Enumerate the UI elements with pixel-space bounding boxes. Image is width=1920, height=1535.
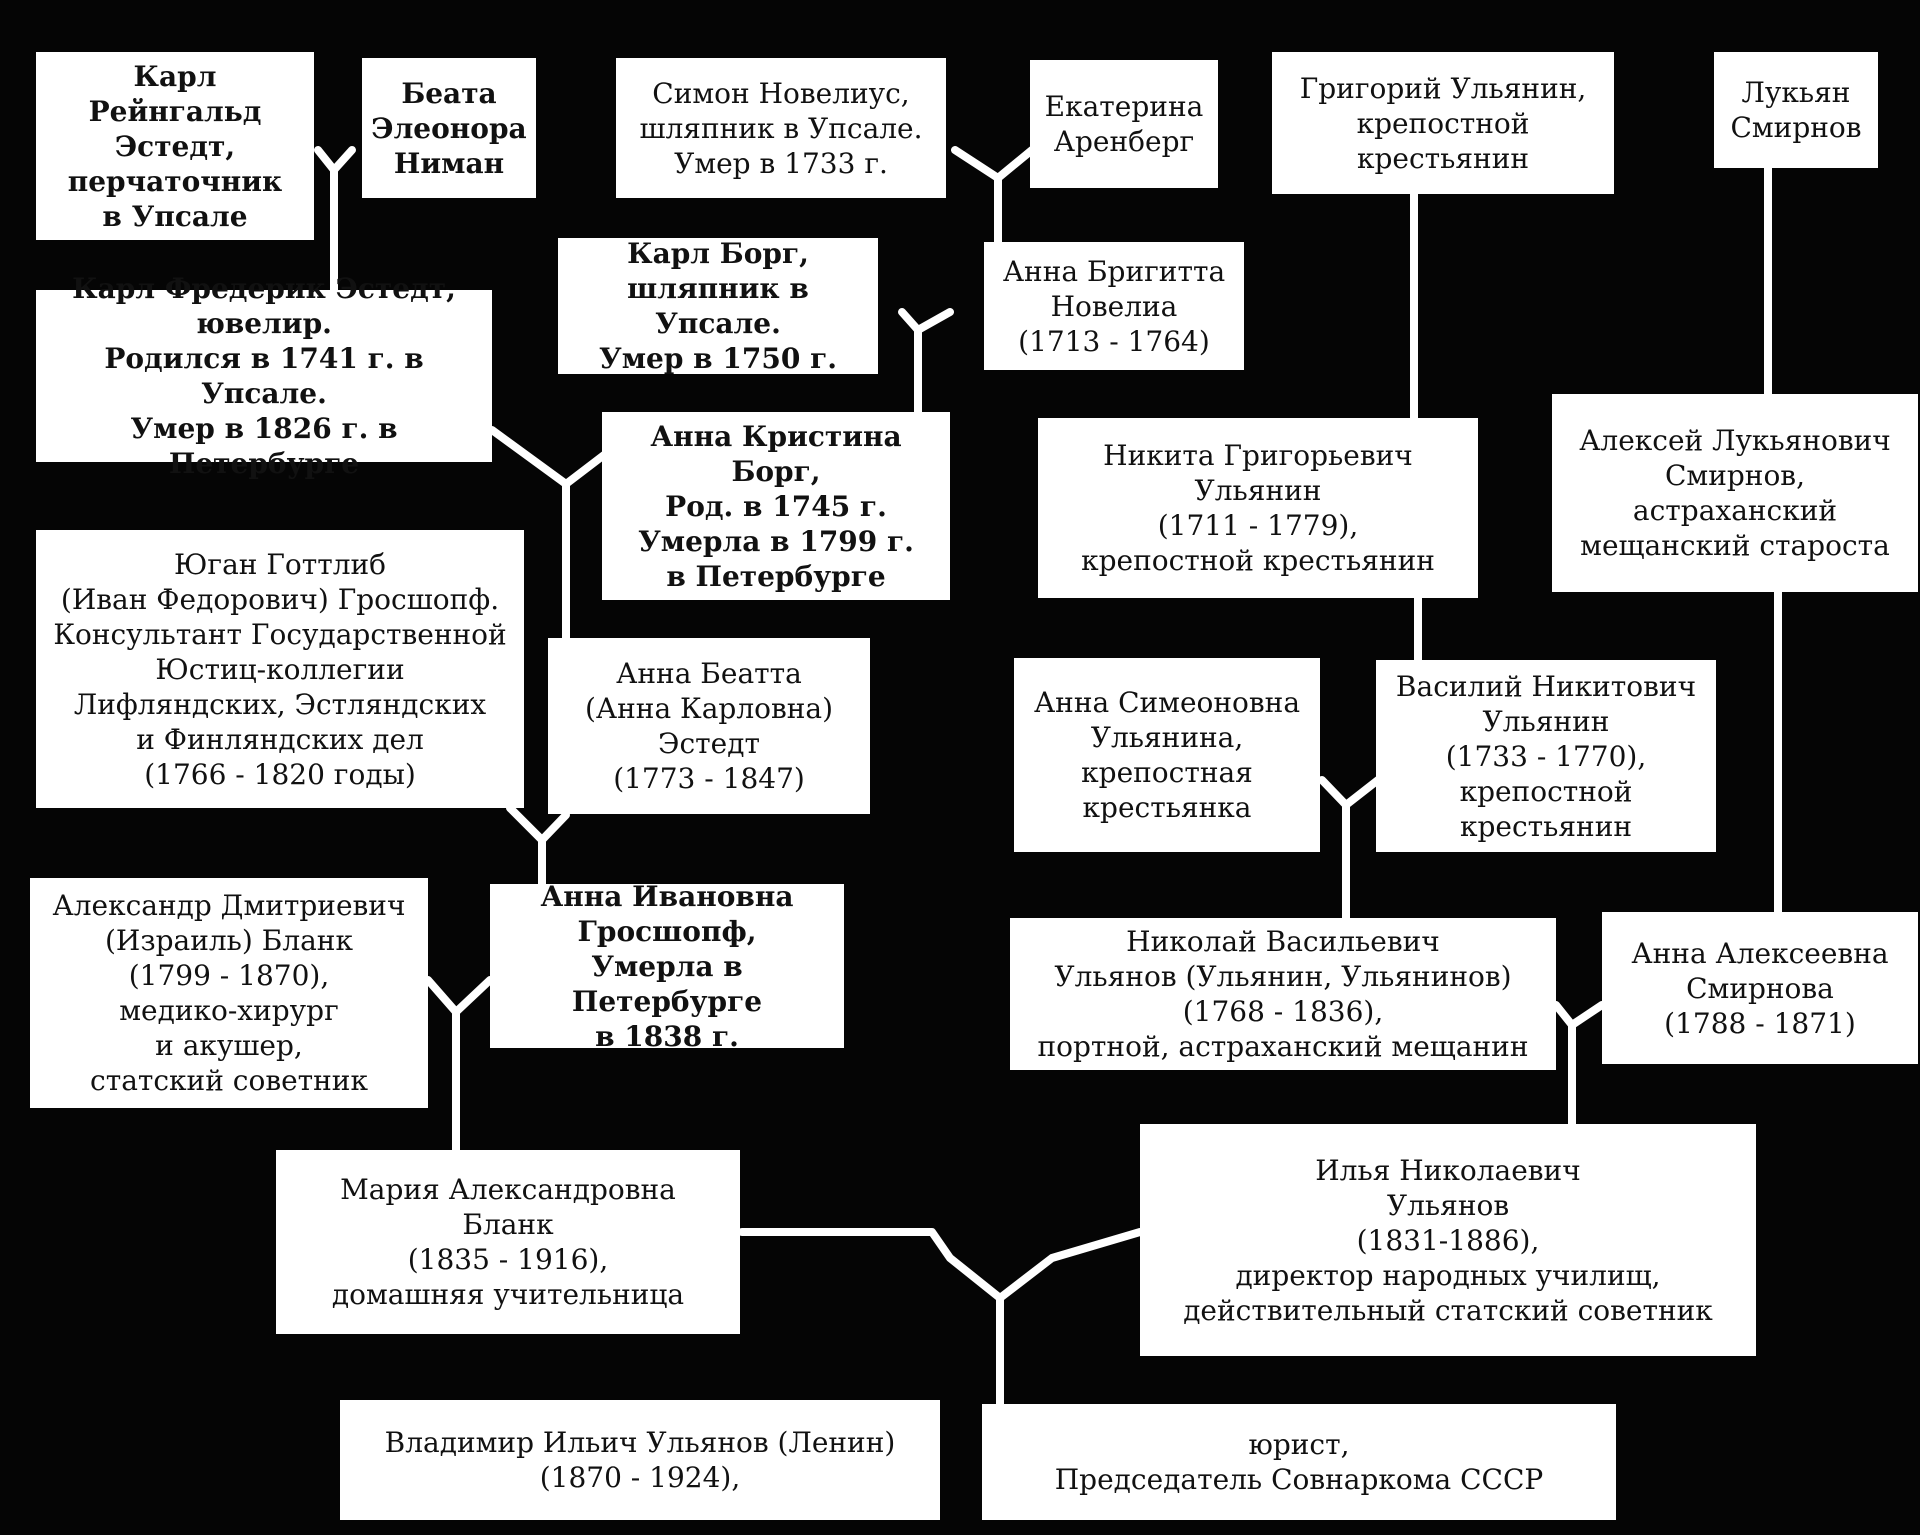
person-anna-ivanovna-grosshopf: Анна Ивановна Гросшопф, Умерла в Петербу… (490, 880, 844, 1053)
person-nikolay-ulyanov: Николай Васильевич Ульянов (Ульянин, Уль… (1010, 918, 1556, 1070)
link-ulyanin-parents (1318, 776, 1382, 922)
person-vasiliy-ulyanin: Василий Никитович Ульянин (1733 - 1770),… (1376, 660, 1716, 852)
person-karl-borg: Карл Борг, шляпник в Упсале. Умер в 1750… (558, 237, 878, 375)
person-beata-eleonora-niman: Беата Элеонора Ниман (362, 58, 536, 198)
link-frederik-kristina (488, 426, 608, 644)
person-yugan-grosshopf: Юган Готтлиб (Иван Федорович) Гросшопф. … (36, 530, 524, 808)
person-aleksey-smirnov: Алексей Лукьянович Смирнов, астраханский… (1552, 394, 1918, 592)
person-anna-brigitta-novelia: Анна Бригитта Новелиа (1713 - 1764) (984, 242, 1244, 370)
link-ulyanov-parents (1552, 1001, 1606, 1130)
person-simon-novelius: Симон Новелиус, шляпник в Упсале. Умер в… (616, 58, 946, 198)
person-vladimir-title: юрист, Председатель Совнаркома СССР (982, 1404, 1616, 1520)
link-lenin-parents (738, 1228, 1144, 1414)
person-ekaterina-arenberg: Екатерина Аренберг (1030, 60, 1218, 188)
person-nikita-ulyanin: Никита Григорьевич Ульянин (1711 - 1779)… (1038, 418, 1478, 598)
person-ilya-ulyanov: Илья Николаевич Ульянов (1831-1886), дир… (1140, 1124, 1756, 1356)
person-grigoriy-ulyanin: Григорий Ульянин, крепостной крестьянин (1272, 52, 1614, 194)
link-estedt-parents (314, 146, 356, 296)
person-karl-reingald-estedt: Карл Рейнгальд Эстедт, перчаточник в Упс… (36, 52, 314, 240)
person-anna-beatta-estedt: Анна Беатта (Анна Карловна) Эстедт (1773… (548, 638, 870, 814)
person-lukyan-smirnov: Лукьян Смирнов (1714, 52, 1878, 168)
person-anna-simeonovna-ulyanina: Анна Симеоновна Ульянина, крепостная кре… (1014, 658, 1320, 852)
person-aleksandr-blank: Александр Дмитриевич (Израиль) Бланк (17… (30, 878, 428, 1108)
link-grosshopf-parents (506, 804, 570, 889)
person-anna-alekseevna-smirnova: Анна Алексеевна Смирнова (1788 - 1871) (1602, 912, 1918, 1064)
person-vladimir-ulyanov-lenin: Владимир Ильич Ульянов (Ленин) (1870 - 1… (340, 1400, 940, 1520)
link-novelius-parents (951, 146, 1036, 252)
person-karl-frederik-estedt: Карл Фредерик Эстедт, ювелир. Родился в … (36, 272, 492, 480)
link-blank-parents (424, 976, 494, 1156)
person-mariya-blank: Мария Александровна Бланк (1835 - 1916),… (276, 1150, 740, 1334)
person-anna-kristina-borg: Анна Кристина Борг, Род. в 1745 г. Умерл… (602, 412, 950, 600)
link-borg-parents (898, 308, 954, 422)
